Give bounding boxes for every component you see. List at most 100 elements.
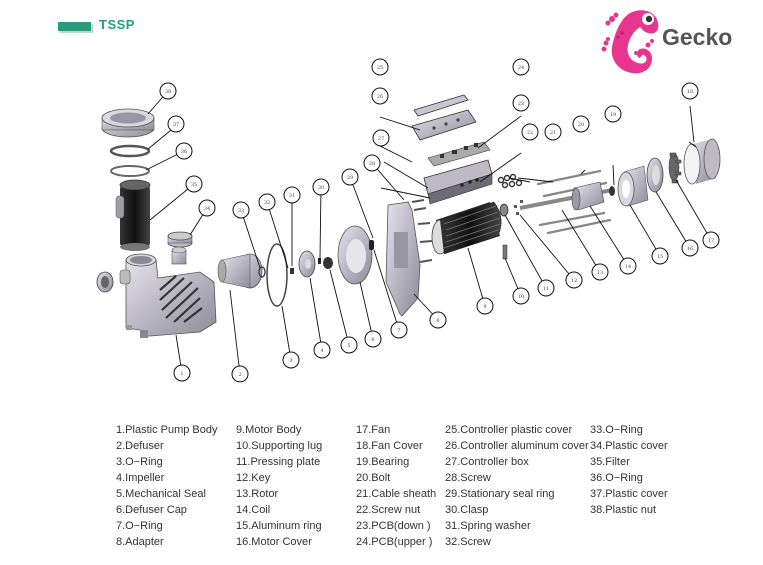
part-pcb-down-upper bbox=[427, 141, 491, 167]
callout-number: 31 bbox=[289, 193, 295, 199]
callout-22: 22 bbox=[521, 123, 539, 141]
legend-item: 38.Plastic nut bbox=[590, 504, 657, 516]
header-title: TSSP bbox=[99, 17, 135, 32]
callout-circle bbox=[512, 58, 530, 76]
part-mechanical-seal bbox=[323, 257, 333, 269]
legend-item: 24.PCB(upper ) bbox=[356, 536, 433, 548]
part-filter bbox=[115, 179, 151, 251]
legend-item: 13.Rotor bbox=[236, 488, 279, 500]
callout-circle bbox=[340, 336, 358, 354]
callout-number: 32 bbox=[264, 200, 270, 206]
callout-circle bbox=[604, 105, 622, 123]
callout-circle bbox=[312, 178, 330, 196]
legend-item: 25.Controller plastic cover bbox=[445, 424, 573, 436]
callout-circle bbox=[313, 341, 331, 359]
callout-18: 18 bbox=[681, 82, 699, 100]
callout-13: 13 bbox=[591, 263, 609, 281]
callout-35: 35 bbox=[185, 175, 203, 193]
part-plastic-cover-34 bbox=[167, 231, 193, 248]
callout-number: 19 bbox=[610, 112, 616, 118]
callout-number: 13 bbox=[597, 270, 603, 276]
legend-item: 23.PCB(down ) bbox=[356, 520, 431, 532]
callout-20: 20 bbox=[572, 115, 590, 133]
callout-number: 4 bbox=[320, 348, 323, 354]
callout-28: 28 bbox=[363, 154, 381, 172]
callout-number: 34 bbox=[204, 206, 210, 212]
callout-circle bbox=[619, 257, 637, 275]
part-bearing bbox=[609, 186, 615, 196]
header-accent-bar bbox=[58, 22, 91, 31]
legend-item: 19.Bearing bbox=[356, 456, 410, 468]
callout-36: 36 bbox=[175, 142, 193, 160]
callout-number: 37 bbox=[173, 122, 179, 128]
callout-circle bbox=[651, 247, 669, 265]
part-impeller bbox=[298, 250, 316, 278]
callout-4: 4 bbox=[313, 341, 331, 359]
legend-item: 17.Fan bbox=[356, 424, 391, 436]
part-plastic-pump-body bbox=[119, 246, 217, 338]
callout-number: 2 bbox=[238, 372, 241, 378]
callout-number: 23 bbox=[518, 101, 524, 107]
callout-number: 26 bbox=[377, 94, 383, 100]
legend-item: 21.Cable sheath bbox=[356, 488, 437, 500]
callout-number: 14 bbox=[625, 264, 631, 270]
callout-24: 24 bbox=[512, 58, 530, 76]
legend-item: 9.Motor Body bbox=[236, 424, 302, 436]
callout-number: 28 bbox=[369, 161, 375, 167]
callout-number: 17 bbox=[708, 238, 714, 244]
legend-item: 2.Defuser bbox=[116, 440, 164, 452]
callout-number: 5 bbox=[347, 343, 350, 349]
callout-29: 29 bbox=[341, 168, 359, 186]
legend-item: 7.O−Ring bbox=[116, 520, 163, 532]
callout-number: 27 bbox=[378, 136, 384, 142]
callout-circle bbox=[185, 175, 203, 193]
part-fan-cover bbox=[683, 138, 721, 185]
callout-number: 9 bbox=[483, 304, 486, 310]
legend-item: 11.Pressing plate bbox=[236, 456, 321, 468]
callout-circle bbox=[371, 58, 389, 76]
callout-10: 10 bbox=[512, 287, 530, 305]
callout-circle bbox=[198, 199, 216, 217]
callout-number: 6 bbox=[371, 337, 374, 343]
part-rotor bbox=[519, 181, 613, 211]
brand-name: Gecko bbox=[662, 24, 733, 50]
callout-number: 7 bbox=[397, 328, 400, 334]
legend-item: 12.Key bbox=[236, 472, 271, 484]
callout-number: 36 bbox=[181, 149, 187, 155]
legend-item: 31.Spring washer bbox=[445, 520, 531, 532]
part-supporting-lug bbox=[502, 244, 508, 260]
part-key bbox=[514, 200, 523, 215]
legend-item: 8.Adapter bbox=[116, 536, 164, 548]
callout-number: 35 bbox=[191, 182, 197, 188]
brand-logo: Gecko bbox=[600, 5, 740, 75]
legend-item: 18.Fan Cover bbox=[356, 440, 423, 452]
legend-item: 20.Bolt bbox=[356, 472, 391, 484]
callout-30: 30 bbox=[312, 178, 330, 196]
callout-circle bbox=[258, 193, 276, 211]
callout-6: 6 bbox=[364, 330, 382, 348]
part-motor-cover bbox=[646, 157, 664, 193]
callout-number: 22 bbox=[527, 130, 533, 136]
callout-19: 19 bbox=[604, 105, 622, 123]
callout-9: 9 bbox=[476, 297, 494, 315]
callout-number: 15 bbox=[657, 254, 663, 260]
callout-circle bbox=[372, 129, 390, 147]
legend-item: 28.Screw bbox=[445, 472, 491, 484]
part-o-ring-33 bbox=[258, 266, 266, 278]
callout-number: 29 bbox=[347, 175, 353, 181]
gecko-icon bbox=[601, 10, 659, 74]
callout-circle bbox=[232, 201, 250, 219]
callout-number: 18 bbox=[687, 89, 693, 95]
callout-circle bbox=[364, 330, 382, 348]
callout-circle bbox=[363, 154, 381, 172]
callout-number: 12 bbox=[571, 278, 577, 284]
callout-circle bbox=[283, 186, 301, 204]
part-screw-nuts bbox=[497, 173, 523, 189]
part-plastic-nut bbox=[101, 108, 155, 138]
callout-circle bbox=[476, 297, 494, 315]
callout-26: 26 bbox=[371, 87, 389, 105]
callout-circle bbox=[231, 365, 249, 383]
callout-circle bbox=[537, 279, 555, 297]
callout-number: 24 bbox=[518, 65, 524, 71]
